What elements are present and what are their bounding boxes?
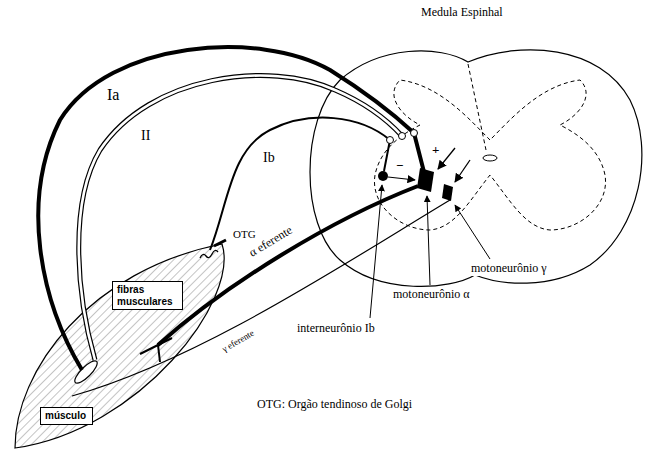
leader-line <box>370 185 382 318</box>
part-label: Ib <box>262 150 276 166</box>
ii-fiber-inner <box>79 76 402 360</box>
ib-interneuron <box>378 171 388 181</box>
box-text: músculo <box>45 410 86 422</box>
central-canal <box>483 155 497 161</box>
part-label: γ eferente <box>219 327 256 355</box>
ia-fiber <box>38 47 424 370</box>
gray-matter-outline <box>374 80 605 230</box>
median-fissure <box>468 64 486 150</box>
descending-input <box>438 148 455 169</box>
part-label: + <box>431 143 440 158</box>
caption: OTG: Orgão tendinoso de Golgi <box>256 398 413 412</box>
gamma-motoneuron <box>442 184 453 201</box>
alpha-endings <box>140 338 172 362</box>
part-label: Medula Espinhal <box>420 6 504 20</box>
part-label: motoneurônio α <box>392 288 471 302</box>
ib-terminal <box>387 137 394 144</box>
ia-terminal <box>411 130 418 137</box>
label-box: fibras musculares <box>112 281 183 310</box>
ii-fiber-outer <box>79 76 402 360</box>
box-text: fibras musculares <box>117 284 177 307</box>
part-label: motoneurônio γ <box>470 262 548 276</box>
spinal-cord-outline <box>310 50 642 287</box>
leader-line <box>427 196 430 285</box>
label-box: músculo <box>40 407 93 425</box>
alpha-efferent-fiber <box>158 186 418 345</box>
alpha-motoneuron <box>417 168 434 192</box>
part-label: Ia <box>106 86 120 104</box>
part-label: II <box>140 128 151 144</box>
leader-line <box>455 205 490 259</box>
ib-fiber <box>210 118 390 250</box>
tendon <box>214 240 226 246</box>
inhibitory-synapse <box>388 177 415 180</box>
ii-terminal <box>399 133 406 140</box>
descending-input <box>455 160 470 182</box>
golgi-tendon-organ <box>200 250 218 258</box>
part-label: − <box>395 159 404 174</box>
part-label: OTG <box>232 228 257 241</box>
part-label: interneurônio Ib <box>296 322 376 336</box>
